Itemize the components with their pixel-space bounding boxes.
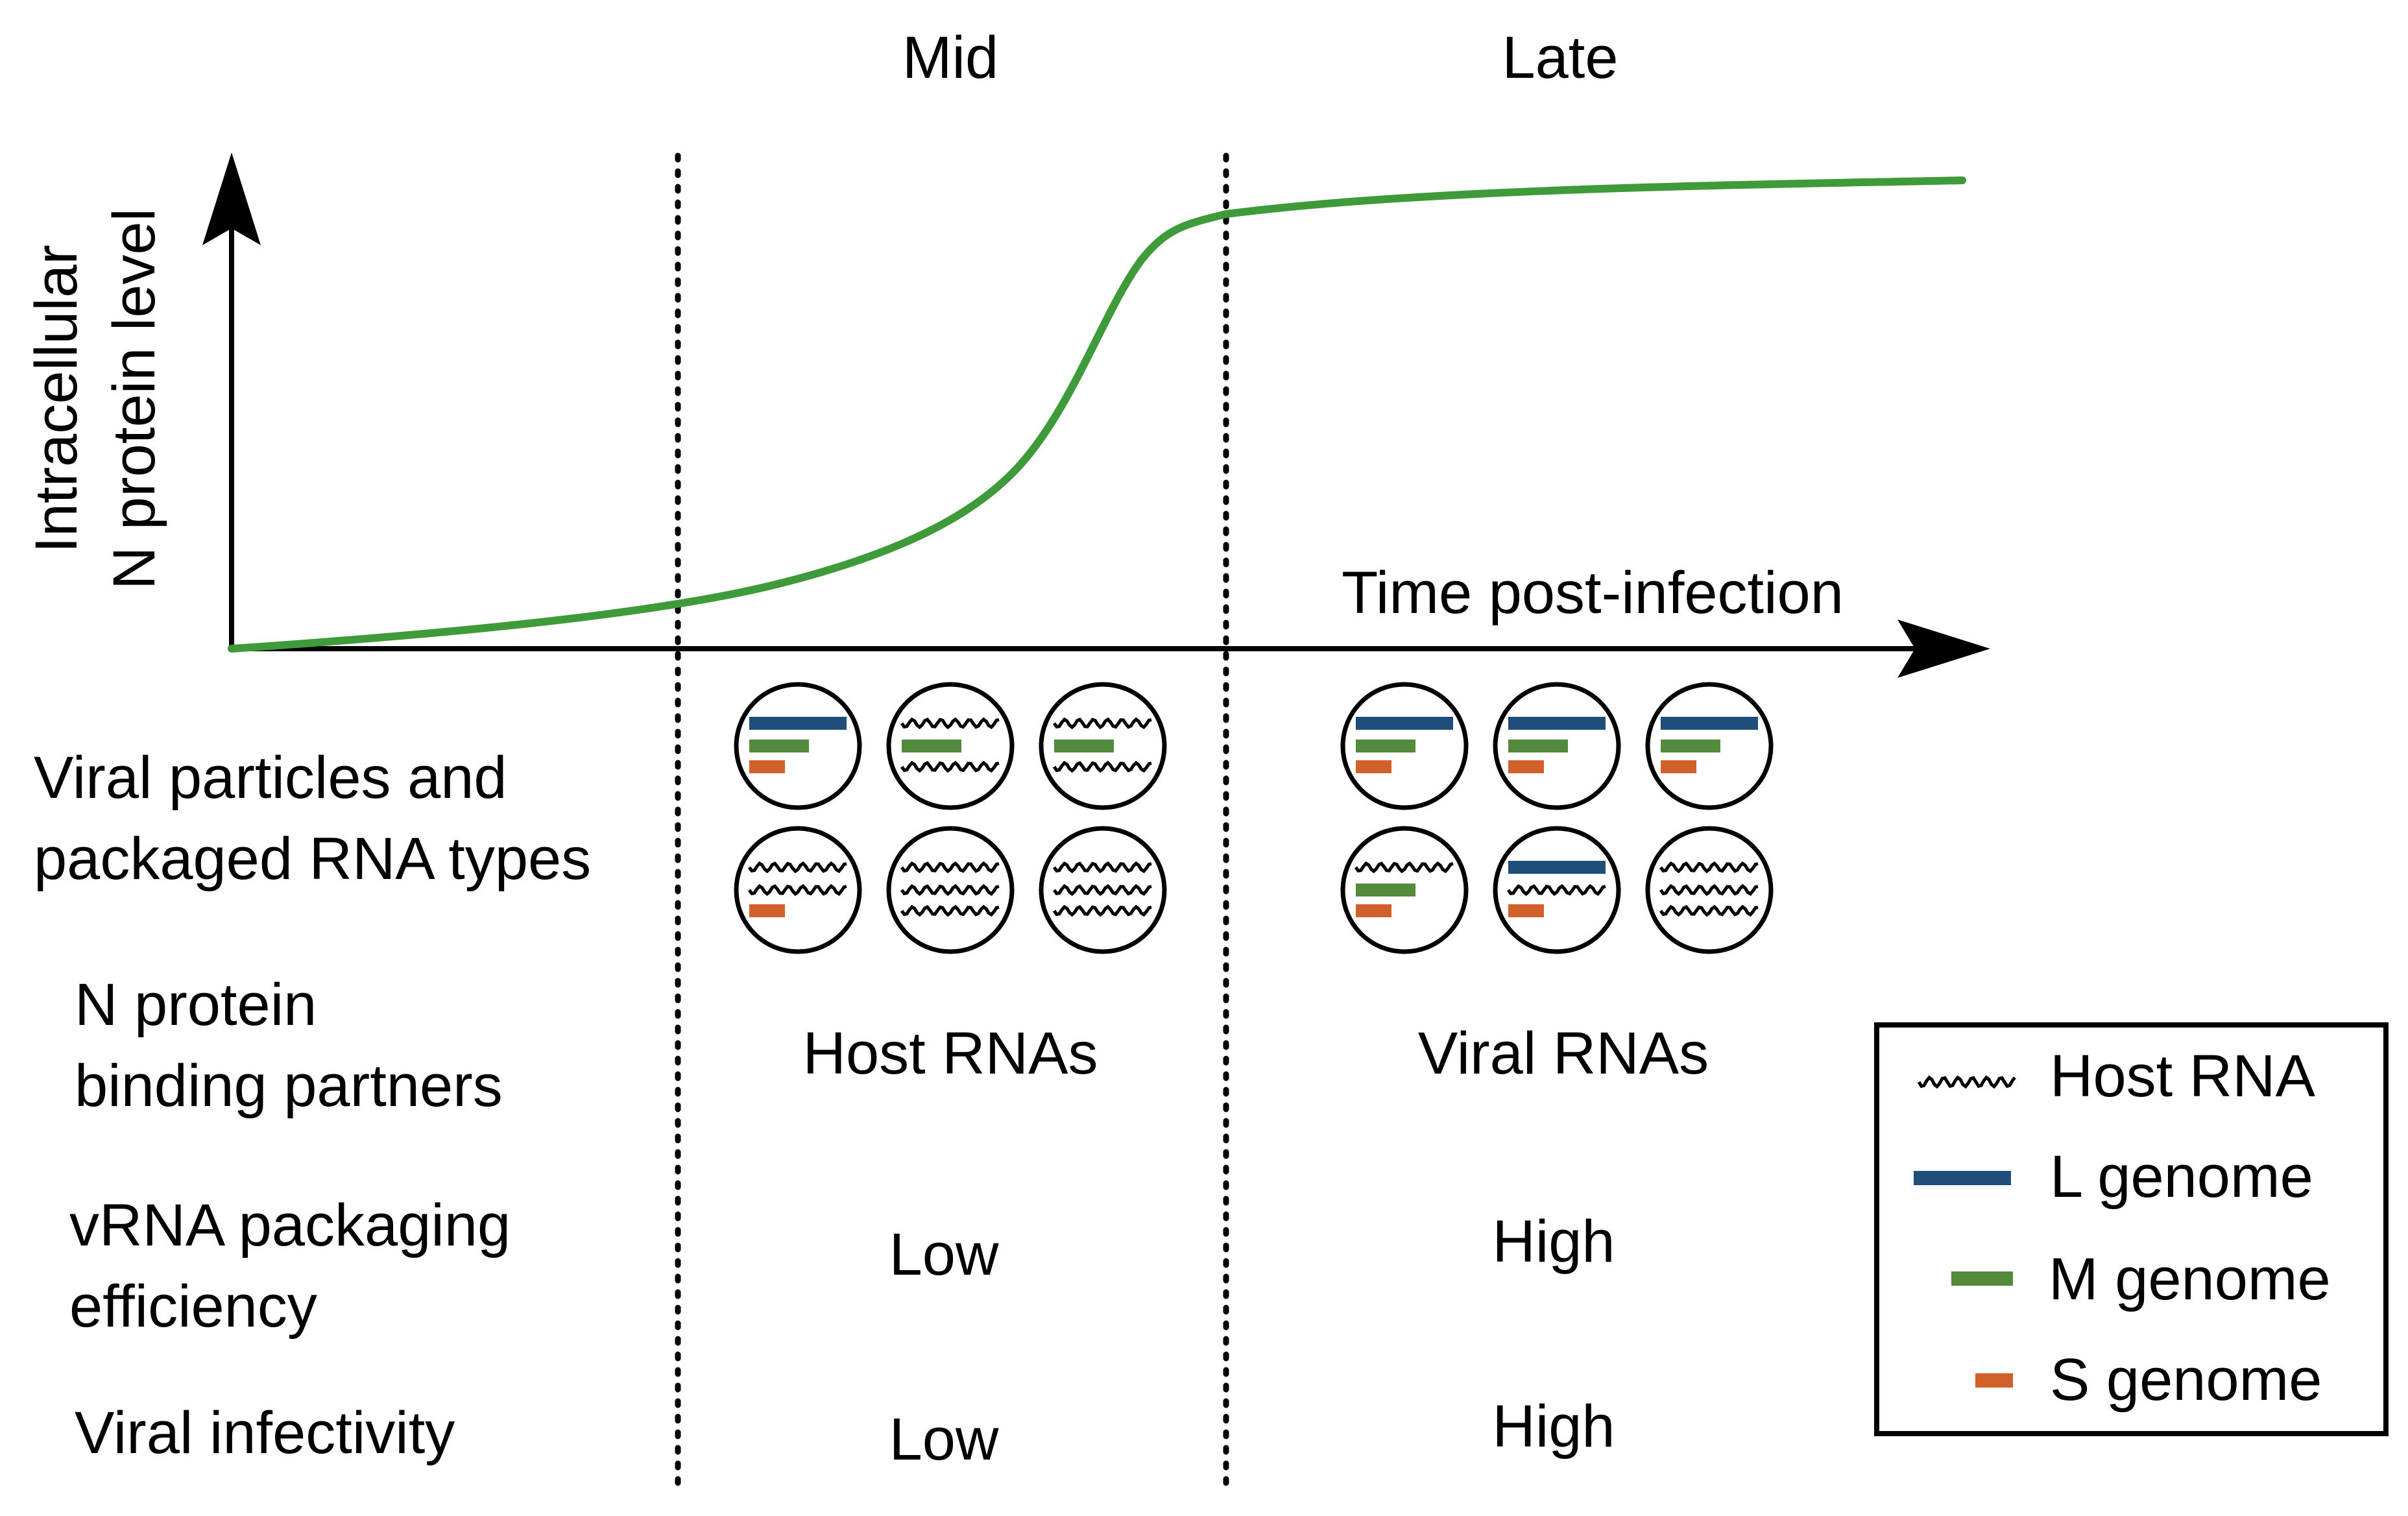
legend-s-genome-label: S genome <box>2050 1347 2322 1413</box>
host-rna-strand <box>747 861 847 874</box>
row-label-binding-line1: N protein <box>75 972 317 1038</box>
l-genome-segment <box>1508 861 1606 874</box>
s-genome-segment <box>749 904 785 917</box>
legend-l-genome-swatch <box>1914 1171 2011 1185</box>
x-axis-label: Time post-infection <box>1342 560 1844 626</box>
s-genome-segment <box>1661 760 1696 773</box>
legend-s-genome-swatch <box>1975 1373 2013 1388</box>
y-axis-arrowhead <box>202 152 261 245</box>
phase-label-late: Late <box>1502 25 1618 91</box>
packaging-value-late: High <box>1492 1209 1615 1275</box>
m-genome-segment <box>749 740 809 752</box>
viral-particle-late <box>1340 826 1469 954</box>
legend: Host RNA L genome M genome S genome <box>1874 1022 2389 1436</box>
row-label-binding-line2: binding partners <box>75 1053 503 1119</box>
viral-particle-late <box>1340 682 1469 810</box>
infectivity-value-mid: Low <box>889 1406 999 1473</box>
phase-label-mid: Mid <box>902 25 998 91</box>
viral-particle-mid <box>734 826 862 954</box>
infectivity-value-late: High <box>1492 1393 1615 1460</box>
x-axis-arrowhead <box>1897 620 1990 678</box>
legend-box <box>1874 1022 2389 1436</box>
m-genome-segment <box>1356 884 1415 896</box>
m-genome-segment <box>1356 740 1415 752</box>
legend-host-rna-icon <box>1917 1075 2016 1089</box>
legend-host-rna-label: Host RNA <box>2050 1043 2316 1109</box>
m-genome-segment <box>1661 740 1720 752</box>
l-genome-segment <box>1661 717 1758 730</box>
host-rna-strand <box>1506 884 1606 896</box>
legend-l-genome-label: L genome <box>2050 1144 2313 1210</box>
l-genome-segment <box>1508 717 1606 730</box>
host-rna-strand <box>1659 904 1759 917</box>
viral-particle-late <box>1645 682 1774 810</box>
viral-particle-mid <box>886 682 1015 810</box>
l-genome-segment <box>1356 717 1453 730</box>
row-label-packaging-line2: efficiency <box>69 1273 317 1340</box>
s-genome-segment <box>1356 904 1391 917</box>
viral-particle-mid <box>1039 826 1167 954</box>
viral-particle-mid <box>886 826 1015 954</box>
legend-m-genome-swatch <box>1951 1271 2013 1286</box>
row-label-infectivity: Viral infectivity <box>75 1400 455 1466</box>
m-genome-segment <box>1508 740 1568 752</box>
host-rna-strand <box>1052 760 1152 773</box>
host-rna-strand <box>747 884 847 896</box>
l-genome-segment <box>749 717 847 730</box>
s-genome-segment <box>1356 760 1391 773</box>
s-genome-segment <box>1508 904 1544 917</box>
row-label-particles-line2: packaged RNA types <box>34 826 591 892</box>
y-axis-label: Intracellular N protein level <box>23 208 167 590</box>
host-rna-strand <box>900 717 1000 730</box>
host-rna-strand <box>900 904 1000 917</box>
legend-m-genome-label: M genome <box>2049 1246 2331 1312</box>
packaging-value-mid: Low <box>889 1221 999 1288</box>
host-rna-strand <box>1052 884 1152 896</box>
host-rna-strand <box>900 760 1000 773</box>
s-genome-segment <box>1508 760 1544 773</box>
y-axis-label-line1: Intracellular <box>23 245 90 553</box>
y-axis-label-line2: N protein level <box>101 208 167 590</box>
s-genome-segment <box>749 760 785 773</box>
binding-value-mid: Host RNAs <box>803 1020 1098 1087</box>
viral-particles-grid <box>734 682 1774 954</box>
host-rna-strand <box>1659 861 1759 874</box>
host-rna-strand <box>1354 861 1454 874</box>
viral-particle-late <box>1493 826 1621 954</box>
row-label-particles-line1: Viral particles and <box>34 745 507 811</box>
viral-particle-mid <box>734 682 862 810</box>
host-rna-strand <box>1052 861 1152 874</box>
m-genome-segment <box>1054 740 1114 752</box>
viral-particle-late <box>1493 682 1621 810</box>
binding-value-late: Viral RNAs <box>1418 1020 1709 1087</box>
m-genome-segment <box>902 740 961 752</box>
n-protein-curve <box>228 176 1966 653</box>
viral-particle-mid <box>1039 682 1167 810</box>
host-rna-strand <box>1659 884 1759 896</box>
host-rna-strand <box>1052 904 1152 917</box>
host-rna-strand <box>900 884 1000 896</box>
row-label-packaging-line1: vRNA packaging <box>69 1192 511 1258</box>
viral-particle-late <box>1645 826 1774 954</box>
host-rna-strand <box>1052 717 1152 730</box>
host-rna-strand <box>900 861 1000 874</box>
